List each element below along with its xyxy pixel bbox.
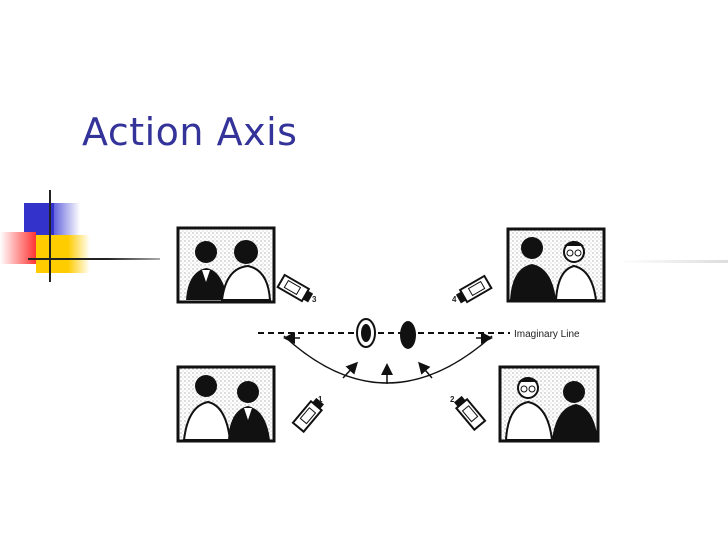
- camera-1-number: 1: [318, 395, 323, 404]
- camera-3-icon: [276, 273, 314, 303]
- deco-horizontal-line-left: [28, 258, 160, 260]
- subject-right: [400, 321, 416, 349]
- camera-4-icon: [455, 274, 493, 304]
- deco-horizontal-line-right: [618, 260, 728, 263]
- camera-4-number: 4: [452, 295, 457, 304]
- subject-left: [356, 318, 376, 348]
- slide-title: Action Axis: [82, 110, 298, 154]
- deco-yellow-square: [36, 235, 68, 273]
- shot-frame-3: [176, 226, 276, 304]
- deco-blue-gradient: [54, 203, 80, 235]
- shot-frame-1: [176, 365, 276, 443]
- action-arc: [283, 335, 493, 384]
- shot-frame-4: [506, 227, 606, 303]
- deco-yellow-gradient: [68, 235, 90, 273]
- view-arrow-2: [418, 361, 433, 379]
- imaginary-line-label: Imaginary Line: [514, 329, 580, 340]
- shot-frame-2: [498, 365, 600, 443]
- camera-2-icon: [454, 395, 487, 432]
- camera-3-number: 3: [312, 295, 317, 304]
- camera-1-icon: [291, 397, 324, 434]
- camera-2-number: 2: [450, 395, 455, 404]
- view-arrow-1: [342, 361, 359, 379]
- deco-vertical-line: [49, 190, 51, 282]
